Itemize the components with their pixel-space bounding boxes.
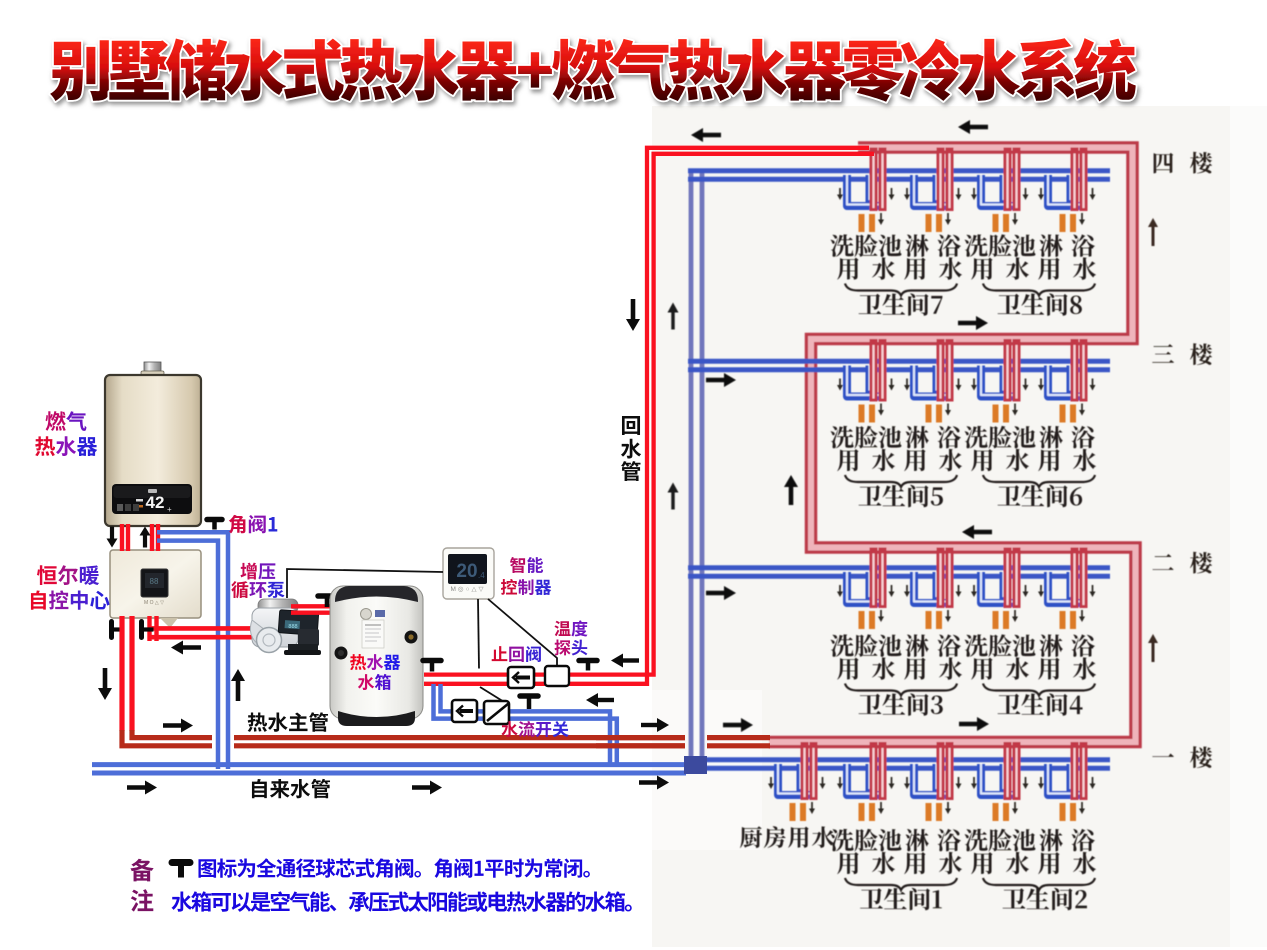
svg-text:.4: .4 bbox=[478, 571, 485, 580]
svg-text:M O △ ▽: M O △ ▽ bbox=[144, 600, 164, 606]
svg-text:20: 20 bbox=[456, 561, 477, 582]
svg-text:M◎○△▽: M◎○△▽ bbox=[450, 586, 485, 593]
svg-text:888: 888 bbox=[288, 624, 297, 630]
svg-text:+: + bbox=[167, 505, 172, 514]
svg-text:42: 42 bbox=[146, 493, 165, 512]
svg-text:88: 88 bbox=[150, 577, 159, 586]
